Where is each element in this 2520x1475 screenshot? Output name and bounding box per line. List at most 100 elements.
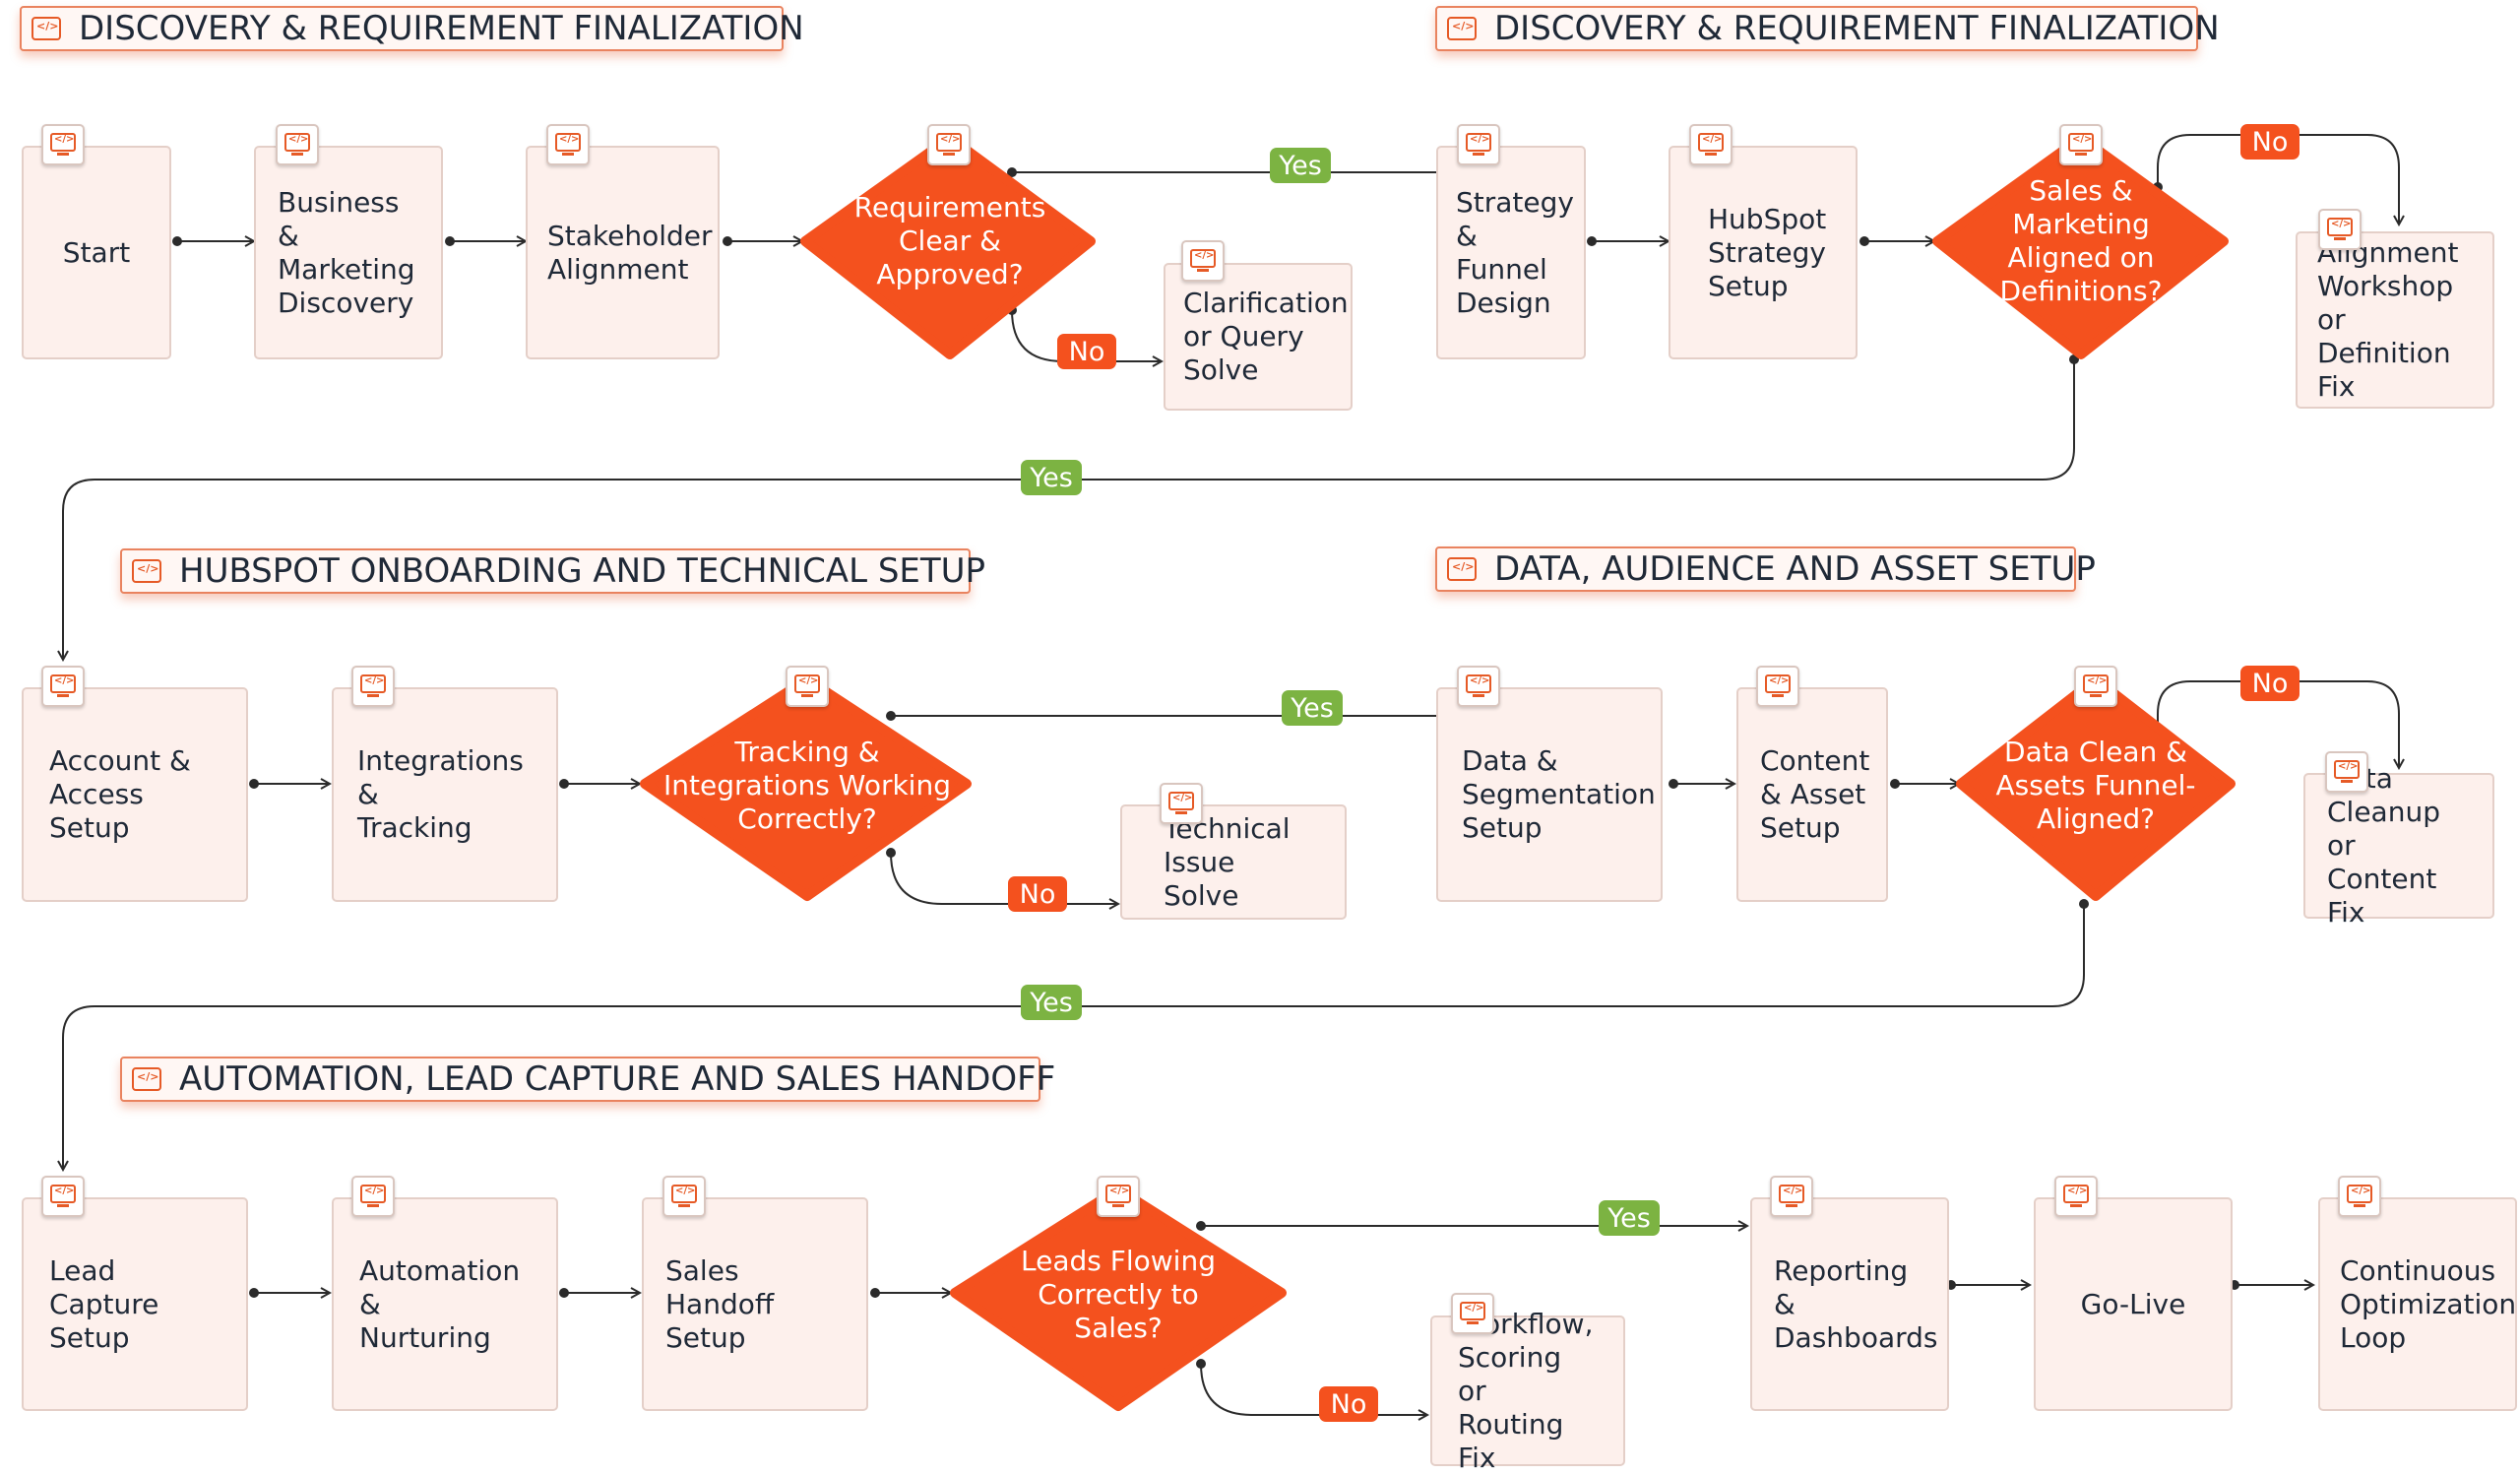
section-header-automation: AUTOMATION, LEAD CAPTURE AND SALES HANDO… [120,1057,1055,1102]
code-monitor-icon [2054,1176,2098,1217]
decision-data-clean: Data Clean & Assets Funnel- Aligned? [1978,727,2214,845]
code-monitor-icon [132,1067,161,1091]
decision-label: Data Clean & Assets Funnel- Aligned? [1995,736,2196,835]
step-label: Stakeholder Alignment [547,219,713,286]
step-label: Workflow, Scoring or Routing Fix [1458,1307,1594,1474]
no-label: No [1057,334,1116,369]
step-alignment-workshop: Alignment Workshop or Definition Fix [2296,231,2494,409]
step-content-asset: Content & Asset Setup [1736,687,1888,902]
step-label: Reporting & Dashboards [1774,1253,1938,1354]
code-monitor-icon [1181,240,1225,282]
step-data-cleanup: Data Cleanup or Content Fix [2303,762,2494,929]
section-header-title: DISCOVERY & REQUIREMENT FINALIZATION [1494,9,2220,48]
step-hubspot-strategy: HubSpot Strategy Setup [1669,146,1858,359]
yes-label: Yes [1282,690,1343,726]
code-monitor-icon [1160,783,1203,824]
code-monitor-icon [1447,557,1477,581]
step-reporting: Reporting & Dashboards [1750,1197,1949,1411]
section-header-data-audience: DATA, AUDIENCE AND ASSET SETUP [1435,546,2096,592]
edge-leads-no-workflow [1200,1363,1427,1415]
yes-label: Yes [1021,985,1082,1020]
decision-leads-flowing: Leads Flowing Correctly to Sales? [1000,1236,1236,1354]
code-monitor-icon [1689,124,1732,165]
step-business-discovery: Business & Marketing Discovery [254,146,443,359]
step-workflow-fix: Workflow, Scoring or Routing Fix [1430,1308,1625,1474]
no-label: No [1008,876,1067,912]
code-monitor-icon [132,559,161,583]
code-monitor-icon [1770,1176,1813,1217]
code-monitor-icon [786,666,829,707]
decision-dataclean-shape [1956,674,2236,901]
code-monitor-icon [662,1176,706,1217]
code-monitor-icon [2059,124,2103,165]
edge-tracking-no-technical [890,852,1118,904]
section-header-hubspot-onboarding: HUBSPOT ONBOARDING AND TECHNICAL SETUP [120,548,985,594]
code-monitor-icon [41,124,85,165]
section-header-title: HUBSPOT ONBOARDING AND TECHNICAL SETUP [179,551,986,591]
yes-label: Yes [1599,1200,1660,1236]
section-header-title: AUTOMATION, LEAD CAPTURE AND SALES HANDO… [179,1059,1056,1099]
step-label: Clarification or Query Solve [1183,287,1349,386]
step-automation-nurturing: Automation & Nurturing [332,1197,558,1411]
code-monitor-icon [32,17,61,40]
step-label: Sales Handoff Setup [665,1253,775,1354]
step-lead-capture: Lead Capture Setup [22,1197,248,1411]
step-label: Start [62,235,131,269]
code-monitor-icon [1457,124,1500,165]
step-label: Content & Asset Setup [1760,744,1870,844]
code-monitor-icon [1457,666,1500,707]
code-monitor-icon [927,124,971,165]
step-label: Automation & Nurturing [359,1253,521,1354]
step-label: Alignment Workshop or Definition Fix [2317,236,2459,403]
step-label: Business & Marketing Discovery [278,185,415,319]
decision-tracking-shape [640,674,972,901]
section-header-discovery-2: DISCOVERY & REQUIREMENT FINALIZATION [1435,6,2220,51]
step-label: Strategy & Funnel Design [1456,185,1574,319]
code-monitor-icon [2338,1176,2381,1217]
step-integrations-tracking: Integrations & Tracking [332,687,558,902]
code-monitor-icon [41,666,85,707]
code-monitor-icon [1447,17,1477,40]
step-strategy-funnel: Strategy & Funnel Design [1436,146,1586,359]
step-stakeholder-alignment: Stakeholder Alignment [526,146,720,359]
yes-label: Yes [1270,148,1331,183]
decision-requirements: Requirements Clear & Approved? [832,182,1068,300]
edge-salesmarketing-yes-account [63,359,2075,660]
section-header-title: DATA, AUDIENCE AND ASSET SETUP [1494,549,2096,589]
step-data-segmentation: Data & Segmentation Setup [1436,687,1663,902]
step-label: Continuous Optimization Loop [2340,1253,2517,1354]
decision-sales-marketing: Sales & Marketing Aligned on Definitions… [1963,167,2199,315]
decision-tracking: Tracking & Integrations Working Correctl… [660,727,955,845]
step-label: HubSpot Strategy Setup [1708,202,1827,302]
step-label: Go-Live [2080,1287,2186,1320]
decision-leads-shape [950,1185,1287,1411]
code-monitor-icon [2074,666,2117,707]
code-monitor-icon [546,124,590,165]
section-header-discovery-1: DISCOVERY & REQUIREMENT FINALIZATION [20,6,804,51]
decision-label: Leads Flowing Correctly to Sales? [1021,1245,1216,1344]
step-account-access: Account & Access Setup [22,687,248,902]
step-technical-issue: Technical Issue Solve [1120,804,1347,920]
decision-label: Tracking & Integrations Working Correctl… [663,736,951,835]
no-label: No [2240,666,2300,701]
code-monitor-icon [351,666,395,707]
section-header-title: DISCOVERY & REQUIREMENT FINALIZATION [79,9,804,48]
edge-dataclean-yes-leadcapture [63,904,2085,1170]
step-go-live: Go-Live [2034,1197,2233,1411]
code-monitor-icon [1756,666,1799,707]
decision-salesmarketing-shape [1932,133,2229,359]
step-label: Integrations & Tracking [357,744,524,844]
decision-label: Sales & Marketing Aligned on Definitions… [1999,174,2163,307]
step-label: Lead Capture Setup [49,1253,159,1354]
step-label: Technical Issue Solve [1164,811,1291,912]
code-monitor-icon [1451,1293,1494,1334]
decision-requirements-shape [800,133,1096,359]
code-monitor-icon [41,1176,85,1217]
step-continuous: Continuous Optimization Loop [2318,1197,2517,1411]
step-start: Start [22,146,171,359]
no-label: No [1319,1386,1378,1422]
step-label: Data & Segmentation Setup [1462,744,1656,844]
step-sales-handoff: Sales Handoff Setup [642,1197,868,1411]
